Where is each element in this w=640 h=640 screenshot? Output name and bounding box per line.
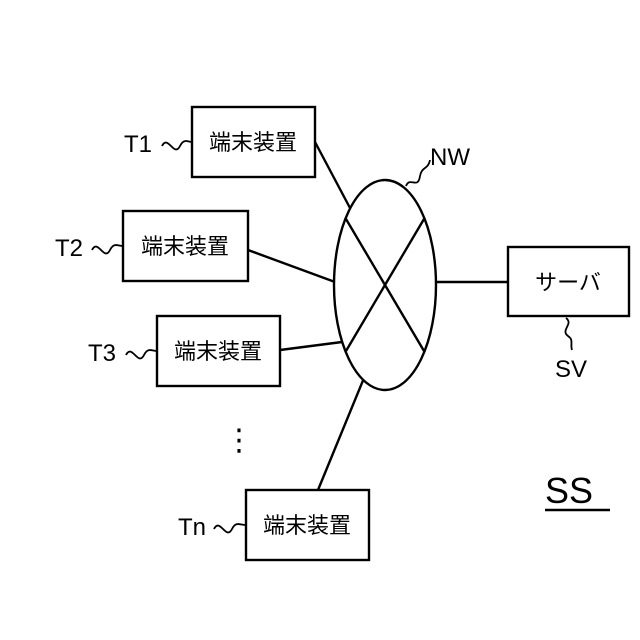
terminal-t1-ref-label: T1 [124, 131, 152, 158]
terminal-tn-ref-label: Tn [178, 514, 206, 541]
terminal-t2-label: 端末装置 [141, 235, 229, 260]
server-leader-line [565, 318, 572, 350]
terminal-tn-label: 端末装置 [263, 514, 351, 539]
more-terminals-ellipsis: ⋮ [224, 423, 254, 458]
link-t3-network [280, 342, 342, 350]
system-ref-label: SS [545, 470, 593, 511]
link-t1-network [315, 142, 350, 208]
terminal-t2: 端末装置 T2 [55, 211, 248, 281]
server-label: サーバ [535, 271, 601, 296]
server-ref-label: SV [555, 356, 587, 383]
terminal-t1: 端末装置 T1 [124, 107, 315, 177]
link-tn-network [318, 378, 364, 490]
terminal-tn: 端末装置 Tn [178, 490, 369, 560]
terminal-t1-leader-line [162, 141, 192, 149]
server-node: サーバ SV [508, 247, 629, 383]
terminal-t3-label: 端末装置 [174, 340, 262, 365]
terminal-t3: 端末装置 T3 [88, 316, 280, 386]
network-ref-label: NW [430, 144, 470, 171]
terminal-t3-leader-line [126, 350, 157, 358]
terminal-t2-ref-label: T2 [55, 235, 83, 262]
network-leader-line [406, 160, 430, 186]
terminal-t1-label: 端末装置 [209, 131, 297, 156]
network-node: NW [334, 144, 470, 390]
terminal-t3-ref-label: T3 [88, 340, 116, 367]
link-t2-network [248, 250, 335, 282]
terminal-tn-leader-line [214, 524, 246, 532]
terminal-t2-leader-line [92, 245, 123, 253]
